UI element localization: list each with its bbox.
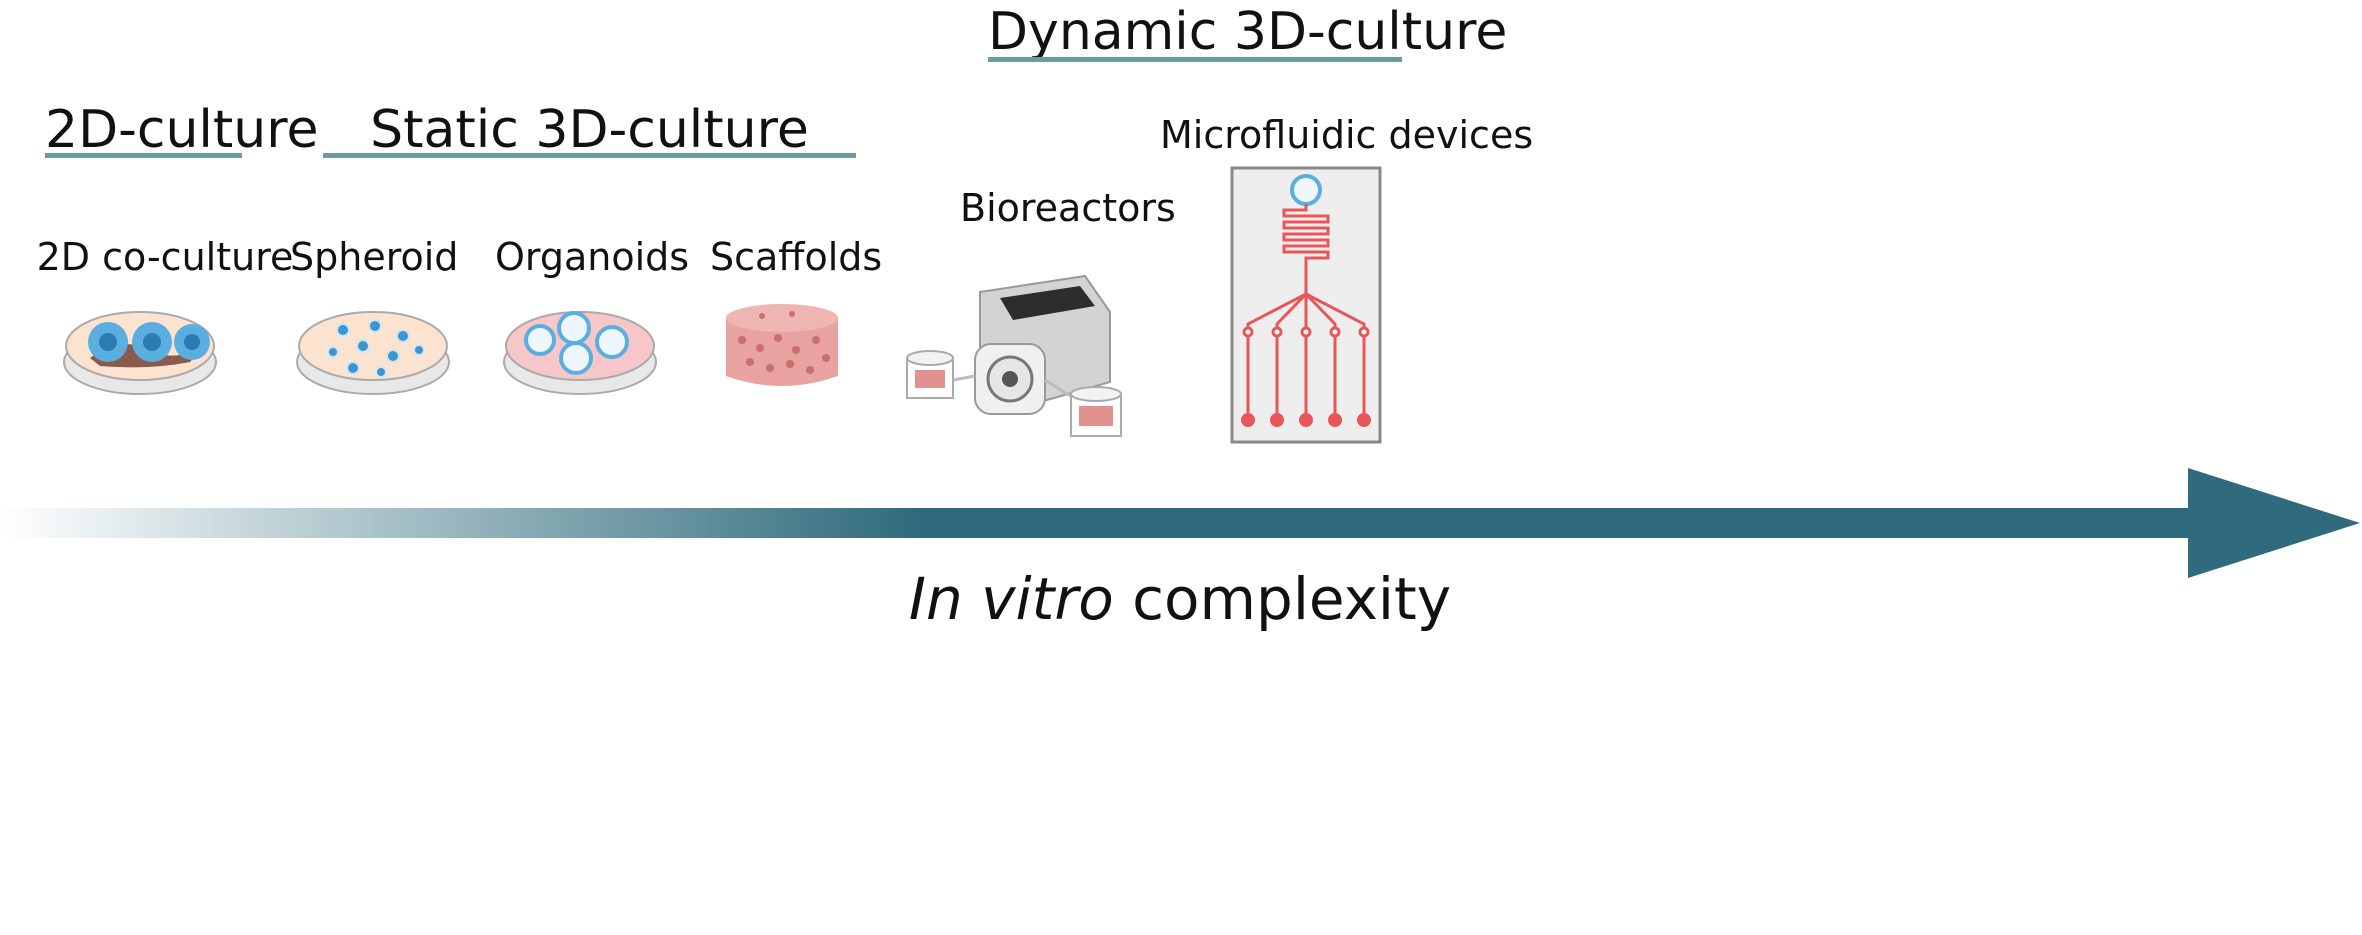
- label-microfluidic-devices: Microfluidic devices: [1160, 113, 1534, 157]
- label-spheroid: Spheroid: [290, 235, 459, 279]
- label-organoids: Organoids: [495, 235, 690, 279]
- organoids-dish-icon: [503, 311, 657, 395]
- culture-chamber-right: [1070, 386, 1122, 437]
- category-static-3d-culture: Static 3D-culture: [370, 100, 809, 160]
- axis-label-italic: In vitro: [908, 565, 1114, 633]
- peristaltic-pump-icon: [906, 274, 1122, 437]
- category-static-rule: [323, 153, 856, 158]
- label-bioreactors: Bioreactors: [960, 186, 1176, 230]
- axis-label: In vitro complexity: [780, 565, 1580, 633]
- category-2d-rule: [45, 153, 242, 158]
- category-dynamic-3d-culture: Dynamic 3D-culture: [988, 2, 1508, 62]
- spheroid-dish-icon: [296, 311, 450, 395]
- category-dynamic-rule: [988, 57, 1402, 62]
- label-scaffolds: Scaffolds: [710, 235, 883, 279]
- microfluidic-chip-icon: [1230, 166, 1382, 444]
- category-2d-culture: 2D-culture: [45, 100, 319, 160]
- gradient-arrow-icon: [0, 468, 2360, 578]
- cell-icon: [88, 322, 210, 362]
- axis-label-rest: complexity: [1113, 565, 1452, 633]
- label-2d-co-culture: 2D co-culture: [36, 235, 294, 279]
- culture-chamber-left: [906, 350, 954, 399]
- scaffold-icon: [726, 304, 838, 386]
- petri-dish-icon: [63, 311, 217, 395]
